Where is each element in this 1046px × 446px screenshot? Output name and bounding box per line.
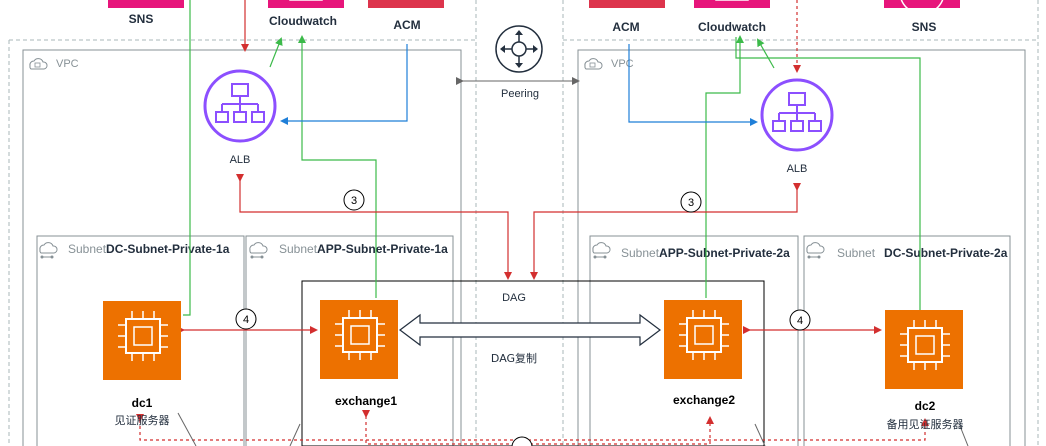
dag-replication-arrow: DAG复制 [399,313,661,365]
sns-left: SNS [108,0,184,26]
svg-text:3: 3 [351,195,357,207]
vpc-peering-icon [495,25,543,73]
acm-right-label: ACM [612,20,639,34]
sns-left-label: SNS [129,12,154,26]
subnet-dc-left: SubnetDC-Subnet-Private-1a [36,235,245,446]
dc2-name: dc2 [915,399,936,413]
acm-left: ACM [368,0,444,32]
sns-icon [900,0,944,15]
gray-connectors [177,412,969,446]
step-marker-4-right: 4 [789,309,811,331]
svg-text:4: 4 [243,314,249,326]
step-marker-3-left: 3 [343,189,365,211]
step-marker-5 [511,436,533,446]
alb-left-label: ALB [230,154,251,166]
blue-connectors [280,44,758,126]
subnet-dc-left-name: DC-Subnet-Private-1a [106,242,230,256]
ec2-instance-icon [885,310,963,389]
ec2-exchange2: exchange2 [664,300,742,407]
subnet-dc-right: Subnet DC-Subnet-Private-2a [803,235,1011,446]
svg-text:SubnetAPP-Subnet-Private-1a: SubnetAPP-Subnet-Private-1a [279,242,448,256]
dag-replication-label: DAG复制 [491,351,537,365]
cloudwatch-left: Cloudwatch [268,0,344,28]
sns-right-label: SNS [912,20,937,34]
cloudwatch-left-label: Cloudwatch [269,14,337,28]
ec2-dc1: dc1 见证服务器 [103,301,181,427]
sns-right: SNS [884,0,960,34]
vpc-left-label: VPC [56,58,79,70]
load-balancer-icon [203,69,277,143]
subnet-app-right-name: APP-Subnet-Private-2a [659,246,790,260]
dc1-description: 见证服务器 [115,414,170,427]
subnet-cloud-icon [806,242,825,259]
cloudwatch-right-label: Cloudwatch [698,20,766,34]
acm-left-label: ACM [393,18,420,32]
acm-right: ACM [589,0,665,34]
subnet-prefix: Subnet [68,242,107,256]
svg-text:SubnetDC-Subnet-Private-2a: Subnet DC-Subnet-Private-2a [837,246,1008,260]
green-connectors [183,0,921,316]
dc2-description: 备用见证服务器 [887,417,964,431]
alb-left: ALB [203,69,277,166]
vpc-cloud-icon [584,58,603,70]
subnet-prefix: Subnet [837,246,876,260]
alb-right: ALB [760,78,834,175]
svg-text:4: 4 [797,315,803,327]
subnet-prefix: Subnet [279,242,318,256]
ec2-dc2: dc2 备用见证服务器 [885,310,964,431]
peering: Peering [456,25,580,100]
step-marker-3-right: 3 [680,191,702,213]
subnet-cloud-icon [592,242,611,259]
alb-right-label: ALB [787,163,808,175]
subnet-prefix: Subnet [621,246,660,260]
vpc-right-label: VPC [611,58,634,70]
ec2-instance-icon [103,301,181,380]
vpc-cloud-icon [29,58,48,70]
exchange2-name: exchange2 [673,393,735,407]
ec2-instance-icon [320,300,398,379]
dag-label: DAG [502,292,526,304]
subnet-cloud-icon [249,242,268,259]
svg-text:SubnetDC-Subnet-Private-1a: SubnetDC-Subnet-Private-1a [68,242,230,256]
subnet-cloud-icon [39,242,58,259]
subnet-app-left-name: APP-Subnet-Private-1a [317,242,448,256]
red-connectors [136,0,929,445]
load-balancer-icon [760,78,834,152]
dag-group: DAG [301,280,765,446]
peering-label: Peering [501,88,539,100]
cloudwatch-right: Cloudwatch [694,0,770,34]
subnet-dc-right-name: DC-Subnet-Private-2a [884,246,1008,260]
svg-text:3: 3 [688,197,694,209]
step-marker-4-left: 4 [235,308,257,330]
exchange1-name: exchange1 [335,394,397,408]
ec2-instance-icon [664,300,742,379]
ec2-exchange1: exchange1 [320,300,398,408]
dc1-name: dc1 [132,396,153,410]
